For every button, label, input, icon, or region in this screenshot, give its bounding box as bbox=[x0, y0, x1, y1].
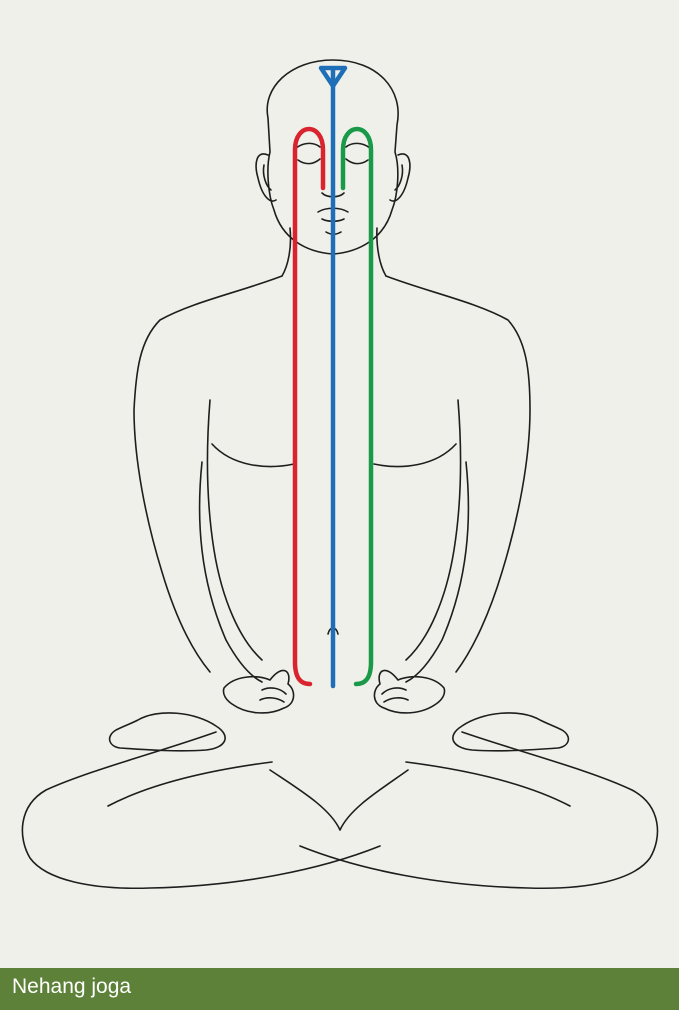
leg-crossing bbox=[270, 770, 408, 830]
seated-meditating-figure-icon bbox=[0, 0, 679, 968]
left-brow bbox=[296, 143, 320, 148]
right-torso-side bbox=[406, 400, 461, 660]
right-eye bbox=[346, 159, 368, 164]
left-ear bbox=[256, 154, 276, 201]
right-brow bbox=[346, 143, 370, 148]
left-eye bbox=[298, 159, 320, 164]
right-shin-line bbox=[406, 762, 570, 806]
right-hand-fingers bbox=[382, 688, 408, 702]
right-leg bbox=[300, 732, 657, 888]
right-shoulder-arm bbox=[386, 276, 530, 672]
left-foot bbox=[110, 713, 226, 751]
right-ear bbox=[390, 154, 410, 201]
right-ear-inner bbox=[395, 165, 403, 190]
left-hand-fingers bbox=[260, 688, 286, 702]
left-pectoral bbox=[212, 444, 294, 467]
left-leg bbox=[22, 732, 380, 888]
left-shin-line bbox=[108, 762, 272, 806]
left-torso-side bbox=[207, 400, 262, 660]
body-outline bbox=[22, 60, 657, 888]
right-pectoral bbox=[374, 444, 456, 467]
caption-title: Nehang joga bbox=[12, 975, 131, 999]
caption-bar: Nehang joga bbox=[0, 968, 679, 1010]
right-foot bbox=[453, 713, 569, 751]
energy-channels bbox=[295, 68, 371, 686]
